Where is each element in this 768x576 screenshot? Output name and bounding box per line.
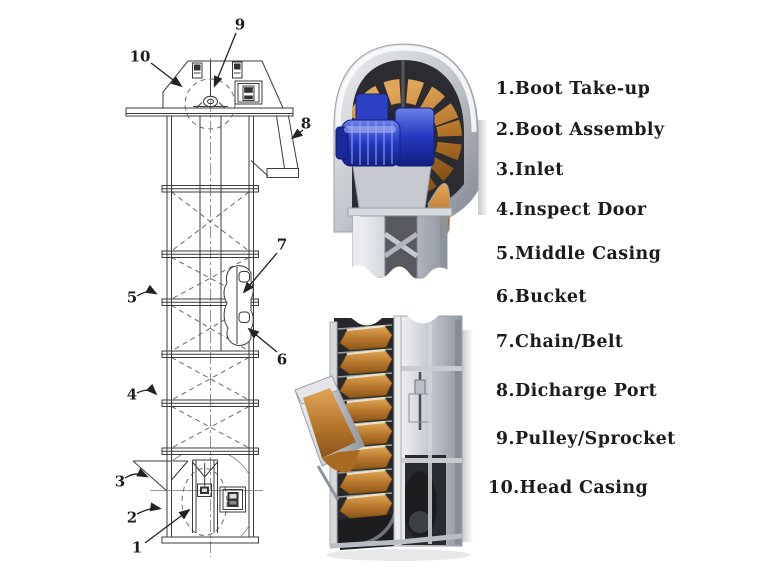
inlet-hopper — [132, 460, 189, 492]
legend-item-inlet: 3.Inlet — [488, 160, 564, 180]
legend-item-inspect-door: 4.Inspect Door — [488, 200, 647, 220]
torn-edge-mask-top — [326, 300, 466, 326]
legend-label: Inspect Door — [515, 200, 647, 220]
legend-item-bucket: 6.Bucket — [488, 287, 587, 307]
legend-label: Middle Casing — [515, 244, 662, 264]
legend-item-middle-casing: 5.Middle Casing — [488, 244, 661, 264]
legend-item-boot-take-up: 1.Boot Take-up — [488, 79, 650, 99]
legend-number: 6. — [495, 287, 515, 307]
boot-right-panel — [397, 315, 463, 547]
callout-9: 9 — [234, 15, 246, 34]
legend-label: Inlet — [515, 160, 564, 180]
legend-label: Boot Take-up — [515, 79, 651, 99]
discharge-chute — [250, 115, 299, 178]
boot-assembly-detail — [150, 455, 263, 537]
head-trunk-casing — [347, 207, 453, 279]
patent-line-drawing — [124, 32, 304, 557]
callout-1: 1 — [131, 538, 143, 557]
boot-section-render — [294, 300, 473, 561]
callout-arrows — [124, 32, 304, 544]
casing-flange-bands — [161, 185, 259, 544]
legend-item-head-casing: 10.Head Casing — [488, 478, 648, 498]
callout-3: 3 — [114, 472, 126, 491]
callout-2: 2 — [126, 508, 138, 527]
torn-edge-mask — [348, 265, 454, 290]
legend-label: Head Casing — [519, 478, 649, 498]
motor-pedestal — [351, 159, 433, 215]
drive-motor — [335, 93, 435, 167]
boot-inlet-chute — [294, 375, 365, 501]
legend-number: 2. — [495, 120, 515, 140]
legend-number: 8. — [495, 381, 515, 401]
legend-number: 7. — [495, 332, 515, 352]
callout-8: 8 — [300, 114, 312, 133]
bucket-chain-detail — [223, 265, 254, 346]
legend-item-discharge-port: 8.Dicharge Port — [488, 381, 657, 401]
head-plates — [192, 61, 263, 105]
component-legend: 1.Boot Take-up 2.Boot Assembly 3.Inlet 4… — [488, 0, 763, 576]
head-casing-outline — [125, 60, 294, 117]
legend-number: 10. — [488, 478, 520, 498]
callout-5: 5 — [126, 288, 138, 307]
head-render-shadow — [478, 120, 488, 215]
legend-label: Chain/Belt — [515, 332, 624, 352]
legend-number: 9. — [495, 429, 515, 449]
legend-label: Dicharge Port — [515, 381, 658, 401]
legend-label: Boot Assembly — [515, 120, 665, 140]
legend-item-chain-belt: 7.Chain/Belt — [488, 332, 623, 352]
callout-4: 4 — [126, 385, 138, 404]
legend-label: Bucket — [515, 287, 587, 307]
legend-number: 4. — [495, 200, 515, 220]
legend-number: 5. — [495, 244, 515, 264]
head-section-render — [333, 43, 488, 290]
legend-number: 1. — [495, 79, 515, 99]
boot-render-shadow — [462, 330, 473, 542]
callout-10: 10 — [129, 47, 151, 66]
legend-item-boot-assembly: 2.Boot Assembly — [488, 120, 665, 140]
callout-6: 6 — [276, 350, 288, 369]
legend-item-pulley-sprocket: 9.Pulley/Sprocket — [488, 429, 676, 449]
legend-number: 3. — [495, 160, 515, 180]
legend-label: Pulley/Sprocket — [515, 429, 676, 449]
callout-7: 7 — [276, 235, 288, 254]
